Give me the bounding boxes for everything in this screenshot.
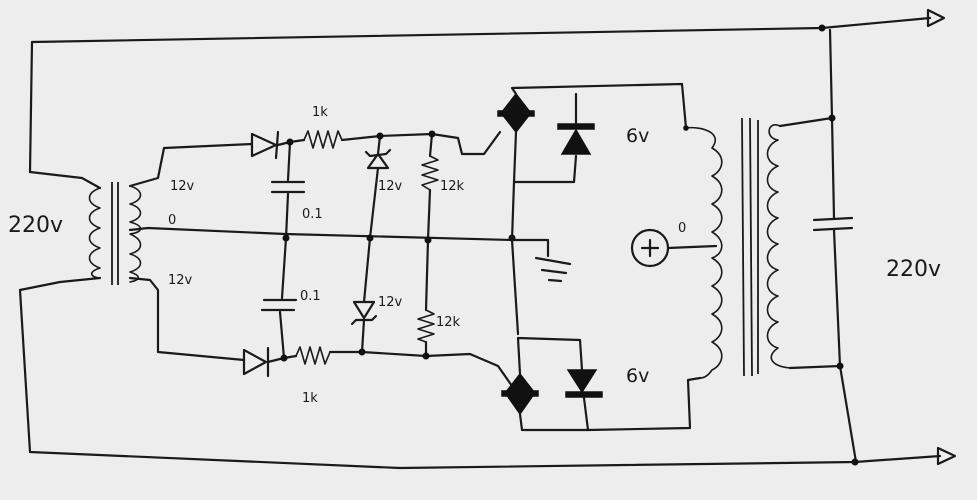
label-primary-voltage: 220v xyxy=(8,213,63,238)
resistor-top-icon xyxy=(303,130,343,149)
output-cap-plate-2 xyxy=(812,226,854,232)
output-cap-upper-lead xyxy=(830,116,836,220)
triac-top-icon xyxy=(497,92,535,134)
pulldown-top-icon xyxy=(421,155,439,191)
diode-bottom-icon xyxy=(242,346,270,378)
secondary-bottom-lead xyxy=(128,276,246,362)
pulldown-top-upper-lead xyxy=(428,132,434,158)
triac-bottom-icon xyxy=(501,372,539,416)
output-core-line-2 xyxy=(749,117,753,377)
junction-dot xyxy=(280,354,288,362)
junction-dot xyxy=(828,114,836,122)
cap-top-lower-lead xyxy=(284,192,290,240)
triac-bottom-upper-lead xyxy=(516,336,584,376)
label-cap-bottom: 0.1 xyxy=(300,289,321,304)
junction-dot xyxy=(818,24,826,32)
label-winding-lower: 6v xyxy=(626,365,649,387)
cap-top-upper-lead xyxy=(286,140,292,182)
primary-lead-bottom xyxy=(18,276,102,292)
label-secondary-upper: 12v xyxy=(170,179,195,194)
diode-bottom-right-icon xyxy=(565,369,603,398)
bottom-mains-wire xyxy=(18,288,942,470)
pulldown-top-lower-lead xyxy=(426,188,432,242)
label-pulldown-bottom: 12k xyxy=(436,315,461,330)
battery-icon xyxy=(630,228,670,268)
junction-dot xyxy=(851,458,859,466)
secondary-top-lead xyxy=(128,142,254,188)
cap-bottom-upper-lead xyxy=(280,236,288,300)
junction-dot xyxy=(683,125,689,131)
junction-dot xyxy=(836,362,844,370)
junction-dot xyxy=(376,132,384,140)
battery-tap-lead xyxy=(666,244,718,250)
label-secondary-lower: 12v xyxy=(168,273,193,288)
triac-top-anode-lead xyxy=(510,82,688,130)
bottom-output-arrow xyxy=(936,446,957,466)
label-zener-bottom: 12v xyxy=(378,295,403,310)
label-resistor-top: 1k xyxy=(312,105,328,120)
top-mains-wire xyxy=(28,16,932,174)
label-center-tap: 0 xyxy=(168,213,176,228)
center-rail-lower xyxy=(510,238,520,336)
output-secondary-top xyxy=(778,28,834,128)
label-resistor-bottom: 1k xyxy=(302,391,318,406)
label-pulldown-top: 12k xyxy=(440,179,465,194)
output-cap-plate-1 xyxy=(812,216,854,222)
zener-bottom-upper-lead xyxy=(362,236,372,304)
primary-lead-top xyxy=(28,170,102,190)
center-rail-upper xyxy=(510,180,516,242)
label-output-voltage: 220v xyxy=(886,257,941,282)
output-cap-lower-lead xyxy=(832,228,842,368)
bottom-bus-wire xyxy=(328,350,514,388)
junction-dot xyxy=(358,348,366,356)
label-battery-tap: 0 xyxy=(678,221,686,236)
output-secondary-bottom xyxy=(788,364,858,464)
pulldown-bottom-icon xyxy=(417,309,435,343)
secondary-center-lead xyxy=(128,226,550,258)
input-primary-coil xyxy=(88,187,101,279)
top-bus-wire xyxy=(340,130,502,156)
diode-top-icon xyxy=(250,130,280,160)
output-secondary-coil xyxy=(766,124,791,369)
cap-bottom-lower-lead xyxy=(278,310,286,360)
junction-dot xyxy=(282,234,290,242)
output-core-line-1 xyxy=(741,117,745,377)
label-winding-upper: 6v xyxy=(626,125,649,147)
output-primary-coil xyxy=(685,126,723,379)
triac-top-cathode-lead xyxy=(512,130,578,184)
input-secondary-coil xyxy=(129,185,142,283)
diode-top-right-icon xyxy=(557,92,595,155)
junction-dot xyxy=(286,138,294,146)
label-cap-top: 0.1 xyxy=(302,207,323,222)
pulldown-bottom-upper-lead xyxy=(424,238,430,312)
zener-top-down-lead xyxy=(368,166,380,240)
zener-bottom-lower-lead xyxy=(360,318,366,354)
junction-dot xyxy=(428,130,436,138)
resistor-bottom-icon xyxy=(295,346,331,365)
triac-bottom-lower-lead xyxy=(518,396,590,432)
junction-dot xyxy=(422,352,430,360)
junction-dot xyxy=(366,234,374,242)
top-output-arrow xyxy=(926,8,946,28)
ground-icon xyxy=(534,256,572,283)
label-zener-top: 12v xyxy=(378,179,403,194)
lower-winding-return xyxy=(586,376,702,432)
junction-dot xyxy=(424,236,432,244)
